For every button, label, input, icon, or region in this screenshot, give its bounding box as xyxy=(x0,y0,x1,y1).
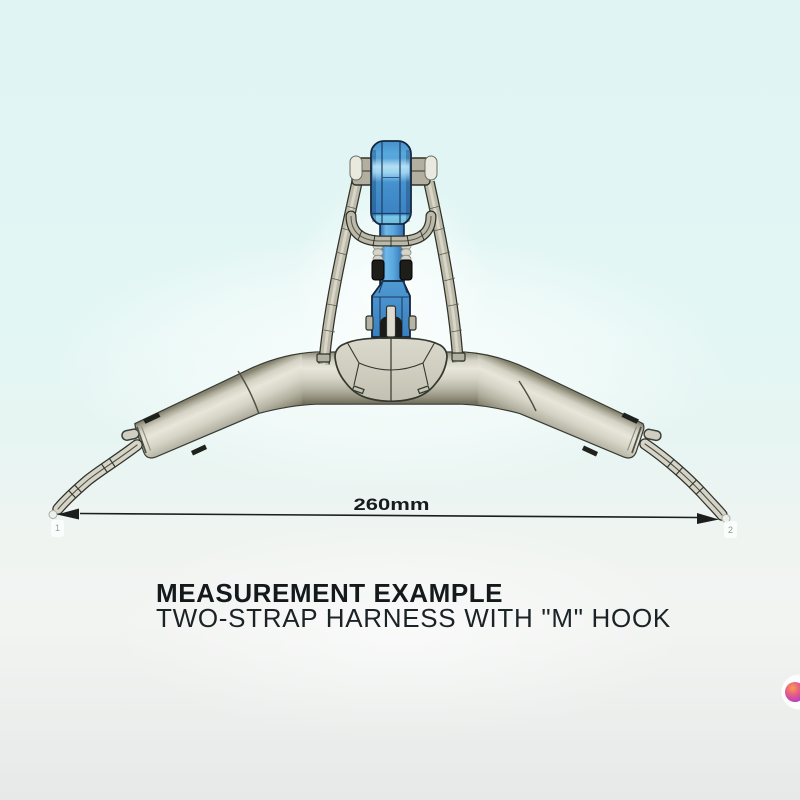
svg-text:1: 1 xyxy=(55,523,60,533)
svg-text:2: 2 xyxy=(728,525,733,535)
svg-text:260mm: 260mm xyxy=(354,495,430,514)
